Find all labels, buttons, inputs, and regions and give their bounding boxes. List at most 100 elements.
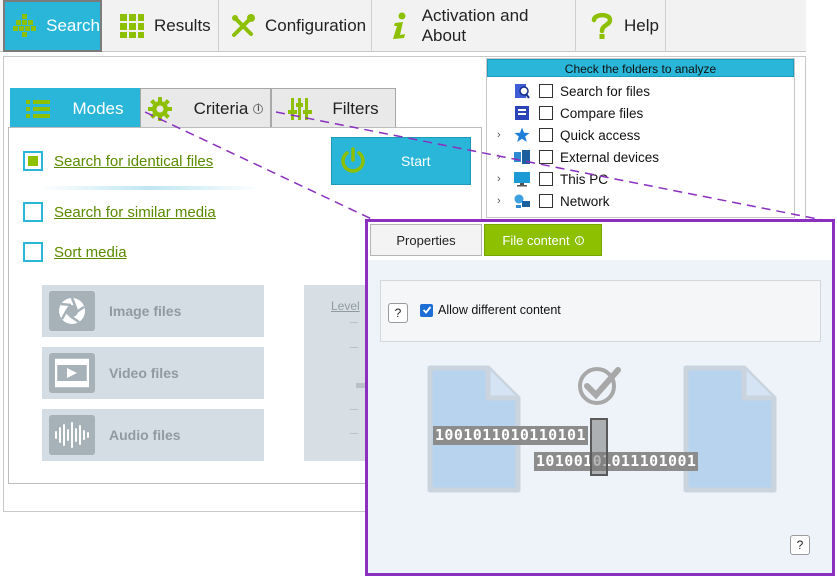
tab-label: File content: [502, 232, 570, 248]
mode-label[interactable]: Search for identical files: [54, 152, 214, 170]
tab-label: Results: [154, 16, 211, 35]
check-badge-icon: [578, 367, 621, 405]
mode-label[interactable]: Sort media: [54, 243, 127, 261]
folder-tree-header: Check the folders to analyze: [487, 59, 794, 77]
difference-highlight: [590, 418, 608, 476]
info-icon: [386, 12, 414, 40]
monitor-icon: [513, 171, 531, 187]
media-label: Image files: [109, 303, 182, 319]
help-button[interactable]: ?: [388, 303, 408, 323]
list-icon: [26, 99, 51, 119]
mode-similar-media[interactable]: Search for similar media: [23, 202, 216, 222]
criteria-tabs: Properties File content i: [368, 222, 832, 260]
folder-tree: Check the folders to analyze Search for …: [486, 58, 795, 218]
tab-label: Filters: [332, 98, 379, 118]
tab-activation-about[interactable]: Activation and About: [372, 0, 576, 52]
gear-icon: [147, 96, 172, 121]
tree-label: Quick access: [560, 127, 641, 143]
tree-checkbox[interactable]: [539, 128, 553, 142]
search-files-icon: [513, 83, 531, 99]
power-icon: [339, 147, 367, 175]
tab-label: Help: [624, 16, 659, 35]
compare-files-icon: [513, 105, 531, 121]
tab-results[interactable]: Results: [106, 0, 219, 52]
tree-checkbox[interactable]: [539, 106, 553, 120]
help-button-bottom[interactable]: ?: [790, 535, 810, 555]
info-circle-icon: i: [574, 235, 584, 245]
tree-label: Search for files: [560, 83, 651, 99]
criteria-callout-window: Properties File content i ? Allow differ…: [365, 219, 835, 576]
filter-sliders-icon: [288, 97, 313, 120]
tab-modes[interactable]: Modes: [10, 88, 140, 129]
allow-label: Allow different content: [438, 303, 561, 317]
question-icon: [588, 12, 616, 40]
media-label: Video files: [109, 365, 179, 381]
grid-icon: [118, 12, 146, 40]
tree-item-search-files[interactable]: Search for files: [487, 80, 650, 102]
chevron-right-icon[interactable]: ›: [497, 151, 501, 163]
video-play-icon: [49, 353, 95, 393]
network-icon: [513, 193, 531, 209]
mode-checkbox[interactable]: [23, 151, 43, 171]
slider-thumb[interactable]: [356, 383, 366, 388]
chevron-right-icon[interactable]: ›: [497, 173, 501, 185]
allow-different-content-checkbox[interactable]: Allow different content: [420, 303, 561, 317]
tree-checkbox[interactable]: [539, 172, 553, 186]
tree-checkbox[interactable]: [539, 84, 553, 98]
level-label: Level: [331, 299, 360, 313]
tab-search[interactable]: Search: [3, 0, 102, 52]
tree-checkbox[interactable]: [539, 150, 553, 164]
mode-checkbox[interactable]: [23, 202, 43, 222]
level-slider-panel: Level: [304, 285, 366, 461]
mode-sort-media[interactable]: Sort media: [23, 242, 127, 262]
checkbox-checked[interactable]: [420, 303, 433, 317]
tab-label: Criteria: [193, 98, 249, 118]
tree-checkbox[interactable]: [539, 194, 553, 208]
image-files-button[interactable]: Image files: [42, 285, 264, 337]
tree-item-compare-files[interactable]: Compare files: [487, 102, 643, 124]
tools-icon: [229, 12, 257, 40]
tab-properties[interactable]: Properties: [370, 224, 482, 256]
content-options-box: ? Allow different content: [380, 280, 821, 342]
tab-label: Modes: [72, 98, 124, 118]
tab-file-content[interactable]: File content i: [484, 224, 602, 256]
main-toolbar: Search Results Configuration Activation …: [0, 0, 806, 52]
tree-label: This PC: [560, 171, 609, 187]
tree-item-external-devices[interactable]: › External devices: [487, 146, 659, 168]
start-button[interactable]: Start: [331, 137, 471, 185]
mode-identical-files[interactable]: Search for identical files: [23, 151, 213, 171]
audio-waveform-icon: [49, 415, 95, 455]
tab-label: Search: [46, 16, 100, 35]
tab-filters[interactable]: Filters: [271, 88, 396, 129]
grid-dots-icon: [12, 12, 38, 40]
chevron-right-icon[interactable]: ›: [497, 195, 501, 207]
binary-row-bottom: 10100101011101001: [534, 452, 699, 471]
audio-files-button[interactable]: Audio files: [42, 409, 264, 461]
tree-item-this-pc[interactable]: › This PC: [487, 168, 608, 190]
tree-item-quick-access[interactable]: › Quick access: [487, 124, 640, 146]
star-icon: [513, 127, 531, 143]
selection-underline: [40, 186, 260, 190]
tab-configuration[interactable]: Configuration: [219, 0, 372, 52]
camera-aperture-icon: [49, 291, 95, 331]
external-devices-icon: [513, 149, 531, 165]
mode-checkbox[interactable]: [23, 242, 43, 262]
start-label: Start: [401, 153, 431, 169]
tree-label: Network: [560, 193, 610, 209]
tab-label: Properties: [396, 232, 456, 248]
chevron-right-icon[interactable]: ›: [497, 129, 501, 141]
tab-help[interactable]: Help: [576, 0, 666, 52]
media-label: Audio files: [109, 427, 181, 443]
tab-label: Configuration: [265, 16, 367, 35]
tree-item-network[interactable]: › Network: [487, 190, 610, 212]
file-right-icon: [683, 365, 777, 493]
video-files-button[interactable]: Video files: [42, 347, 264, 399]
tree-label: Compare files: [560, 105, 644, 121]
mode-label[interactable]: Search for similar media: [54, 203, 216, 221]
info-circle-icon: i: [253, 103, 264, 114]
tab-label: Activation and About: [421, 6, 529, 45]
tree-label: External devices: [560, 149, 660, 165]
binary-row-top: 1001011010110101: [433, 426, 588, 445]
tab-criteria[interactable]: Criteria i: [140, 88, 271, 129]
